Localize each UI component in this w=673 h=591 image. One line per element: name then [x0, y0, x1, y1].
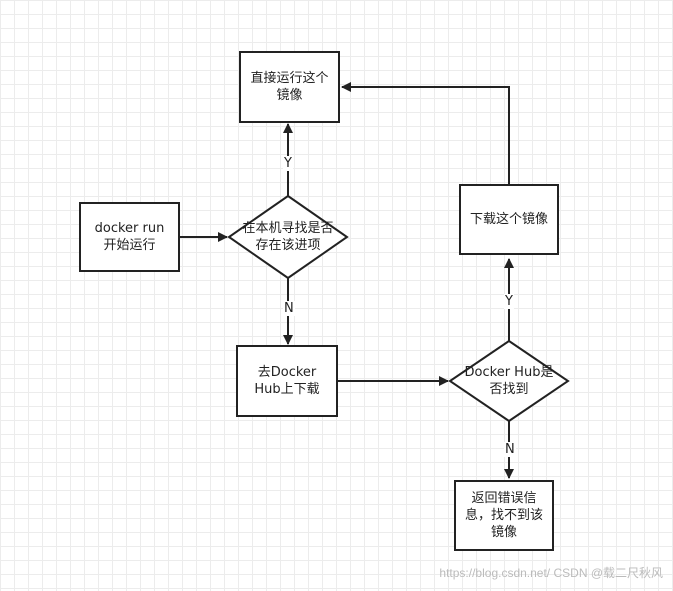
docker-run-label: docker run 开始运行	[94, 221, 165, 253]
go-hub-node: 去Docker Hub上下载	[236, 345, 338, 417]
error-node: 返回错误信 息，找不到该 镜像	[454, 480, 554, 551]
hub-found-label: Docker Hub是 否找到	[456, 361, 562, 401]
edge-label-no-local: N	[283, 301, 295, 316]
hub-found-text: Docker Hub是 否找到	[464, 365, 554, 397]
run-image-node: 直接运行这个 镜像	[239, 51, 340, 123]
download-node: 下载这个镜像	[459, 184, 559, 255]
edge-download-to-run	[341, 82, 510, 184]
go-hub-label: 去Docker Hub上下载	[254, 365, 320, 397]
error-label: 返回错误信 息，找不到该 镜像	[464, 491, 543, 540]
search-local-label: 在本机寻找是否 存在该进项	[234, 217, 342, 257]
docker-run-node: docker run 开始运行	[79, 202, 180, 272]
run-image-label: 直接运行这个 镜像	[250, 71, 329, 103]
edge-label-yes-local: Y	[283, 156, 293, 171]
edge-label-yes-hub: Y	[504, 294, 514, 309]
edge-label-no-hub: N	[504, 442, 516, 457]
download-label: 下载这个镜像	[469, 212, 548, 227]
watermark: https://blog.csdn.net/ CSDN @载二尺秋风	[439, 566, 663, 580]
search-local-text: 在本机寻找是否 存在该进项	[242, 221, 334, 253]
